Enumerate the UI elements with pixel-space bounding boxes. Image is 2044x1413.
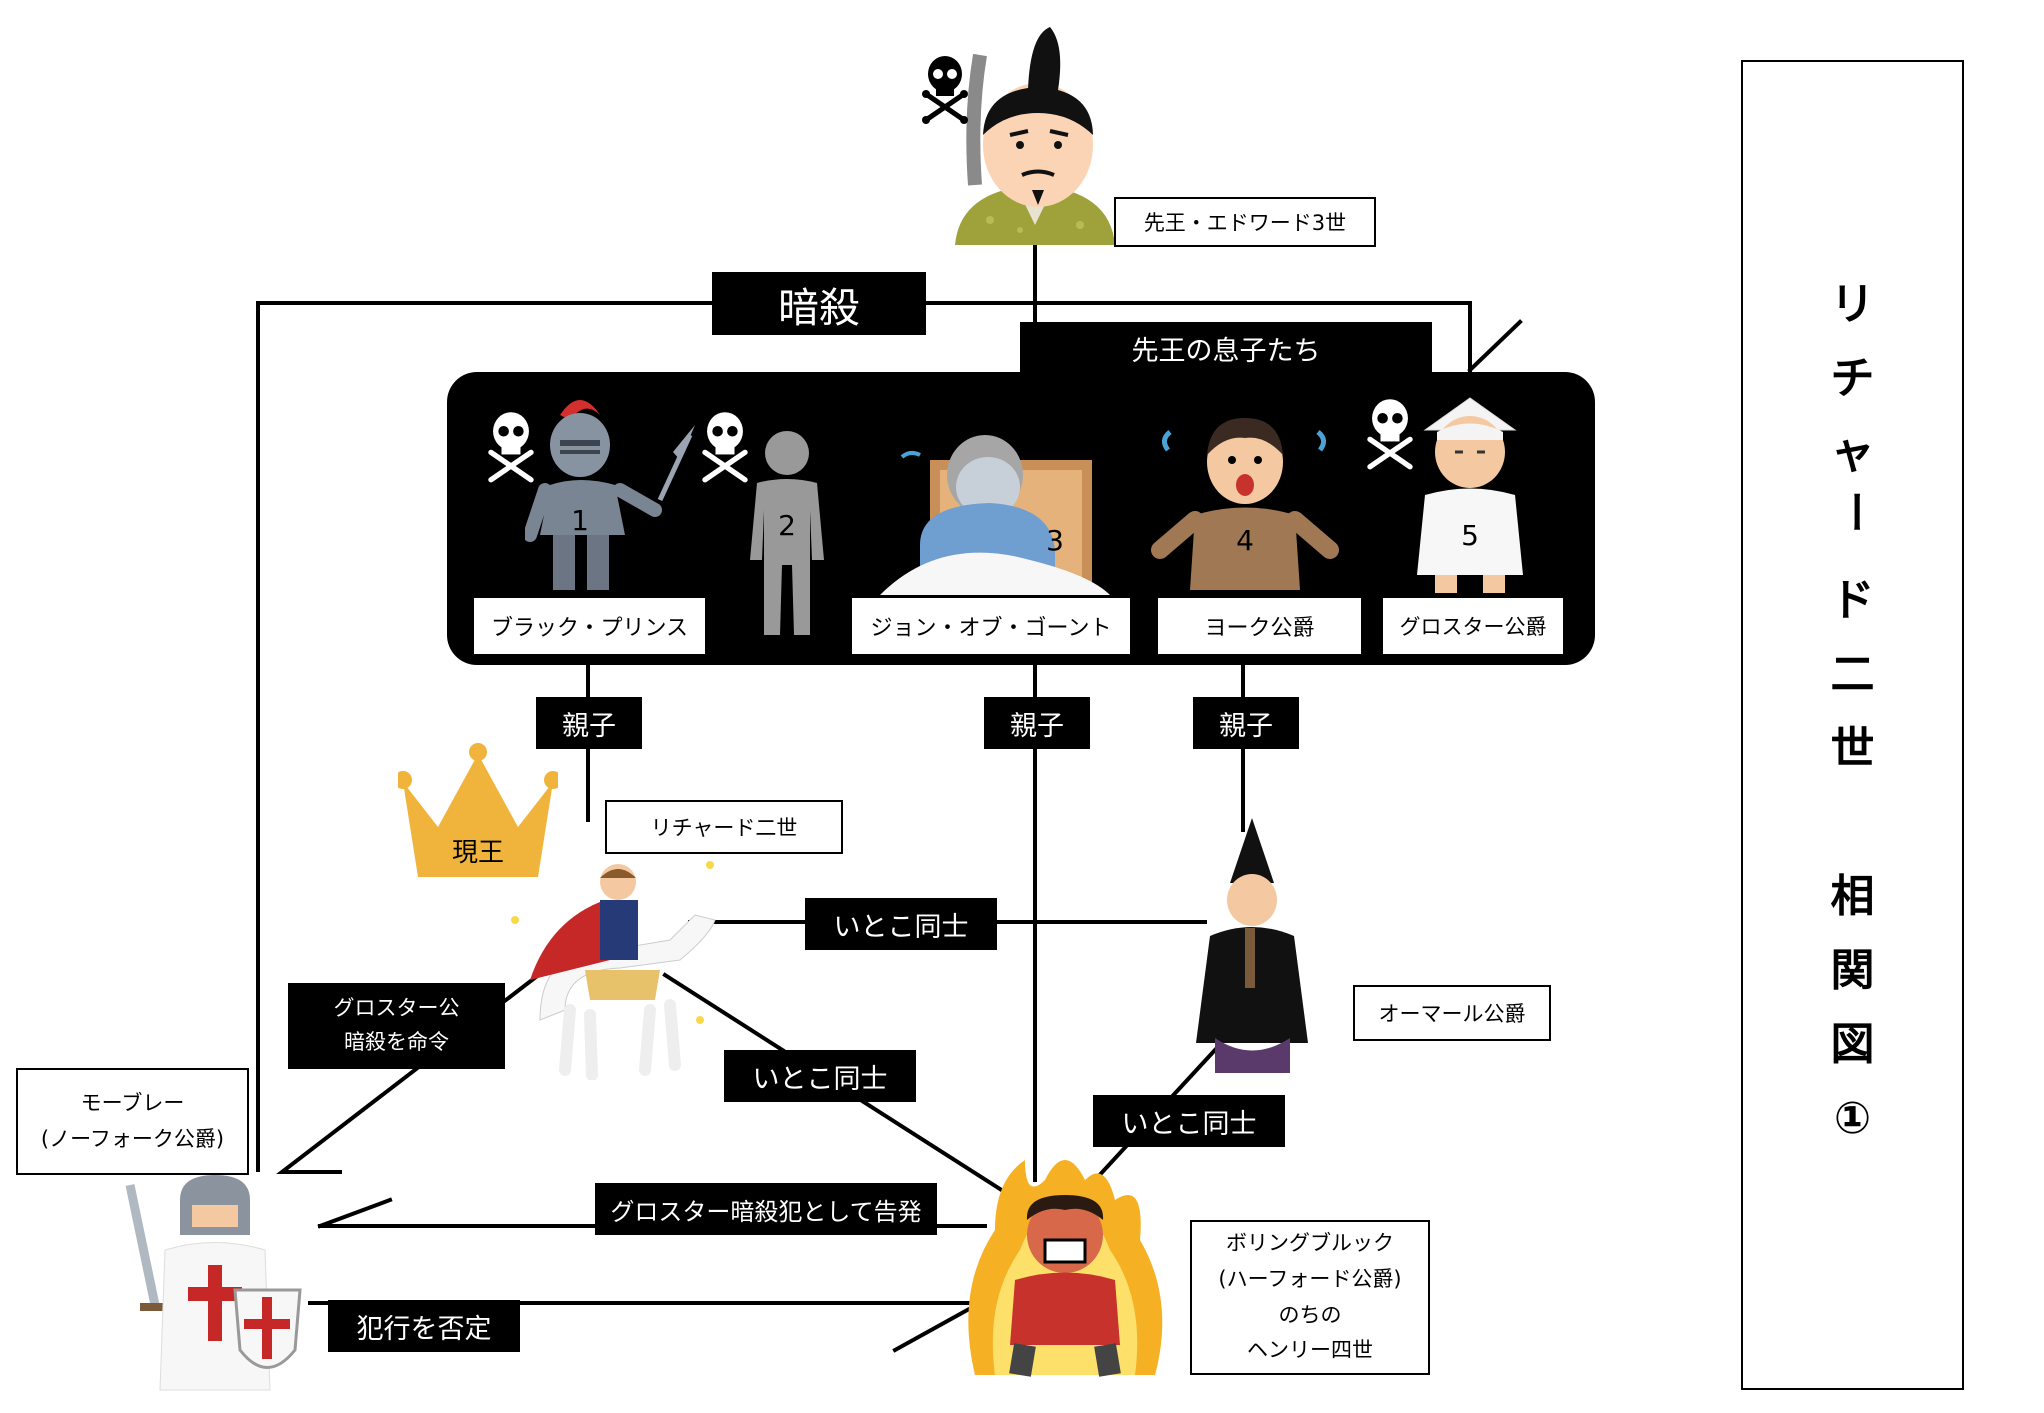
mowbray-line-2: (ノーフォーク公爵)	[40, 1126, 225, 1151]
king-edward-icon	[955, 27, 1115, 245]
knight-icon: 1	[525, 400, 695, 590]
bolingbroke-line-4: ヘンリー四世	[1247, 1338, 1373, 1363]
parent-child-label-richard: 親子	[536, 697, 642, 749]
son-number: 4	[1236, 524, 1254, 557]
son-number: 3	[1046, 524, 1064, 557]
bolingbroke-line-1: ボリングブルック	[1226, 1231, 1394, 1256]
title-char: ャ	[1830, 427, 1875, 478]
title-char: ①	[1833, 1093, 1872, 1144]
skull-crossbones-icon	[702, 412, 748, 483]
title-char: 関	[1830, 945, 1875, 996]
parent-child-label-aumerle: 親子	[1193, 697, 1299, 749]
black-prince-label: ブラック・プリンス	[472, 596, 707, 656]
title-char: 相	[1830, 871, 1875, 922]
cousins-label-richard-bolingbroke: いとこ同士	[724, 1050, 916, 1102]
skull-crossbones-icon	[922, 56, 968, 124]
silhouette-icon: 2	[750, 431, 824, 635]
title-char: 図	[1830, 1019, 1875, 1070]
sick-old-man-icon: 3	[880, 435, 1110, 595]
worried-man-icon: 4	[1151, 418, 1339, 590]
title-char: ー	[1827, 490, 1879, 534]
mowbray-label: モーブレー (ノーフォーク公爵)	[16, 1068, 249, 1175]
cousins-label-aumerle-bolingbroke: いとこ同士	[1093, 1095, 1285, 1147]
aumerle-label: オーマール公爵	[1353, 985, 1551, 1041]
title-vertical: リチャード二世 相関図 ①	[1741, 268, 1964, 1156]
son-number: 5	[1461, 519, 1479, 552]
order-line-1: グロスター公	[333, 996, 460, 1021]
crusader-knight-icon	[125, 1175, 302, 1391]
deny-label: 犯行を否定	[328, 1300, 520, 1352]
title-char	[1845, 786, 1860, 860]
title-box	[1741, 60, 1964, 1390]
cousins-label-richard-aumerle: いとこ同士	[805, 898, 997, 950]
old-man-icon: 5	[1417, 397, 1523, 593]
title-char: 二	[1830, 649, 1875, 700]
richard-label: リチャード二世	[605, 800, 843, 854]
son-number: 2	[778, 509, 796, 542]
edward-label: 先王・エドワード3世	[1114, 197, 1376, 247]
bolingbroke-line-3: のちの	[1278, 1302, 1342, 1327]
skull-crossbones-icon	[488, 412, 534, 483]
son-number: 1	[571, 504, 589, 537]
current-king-label: 現王	[451, 837, 504, 868]
john-of-gaunt-label: ジョン・オブ・ゴーント	[850, 596, 1132, 656]
accuse-label: グロスター暗殺犯として告発	[595, 1183, 937, 1235]
sons-header: 先王の息子たち	[1020, 322, 1432, 374]
skull-crossbones-icon	[1367, 399, 1413, 470]
line-accuse-tick	[317, 1197, 393, 1229]
noble-icon	[1196, 818, 1308, 1073]
angry-man-icon	[968, 1160, 1163, 1377]
gloucester-label: グロスター公爵	[1381, 596, 1565, 656]
parent-child-label-bolingbroke: 親子	[984, 697, 1090, 749]
title-char: ド	[1830, 575, 1875, 626]
line-deny-tick	[892, 1300, 983, 1353]
order-assassination-label: グロスター公 暗殺を命令	[288, 983, 505, 1069]
title-char: リ	[1830, 279, 1875, 330]
assassination-label: 暗殺	[712, 272, 926, 335]
bolingbroke-line-2: (ハーフォード公爵)	[1218, 1266, 1402, 1291]
title-char: 世	[1830, 723, 1875, 774]
order-line-2: 暗殺を命令	[344, 1030, 449, 1054]
bolingbroke-label: ボリングブルック (ハーフォード公爵) のちの ヘンリー四世	[1190, 1220, 1430, 1375]
york-label: ヨーク公爵	[1156, 596, 1363, 656]
title-char: チ	[1830, 353, 1875, 404]
crown-icon	[398, 743, 558, 877]
king-on-horse-icon	[511, 861, 716, 1080]
assassination-tick	[1467, 319, 1523, 373]
mowbray-line-1: モーブレー	[80, 1090, 185, 1115]
